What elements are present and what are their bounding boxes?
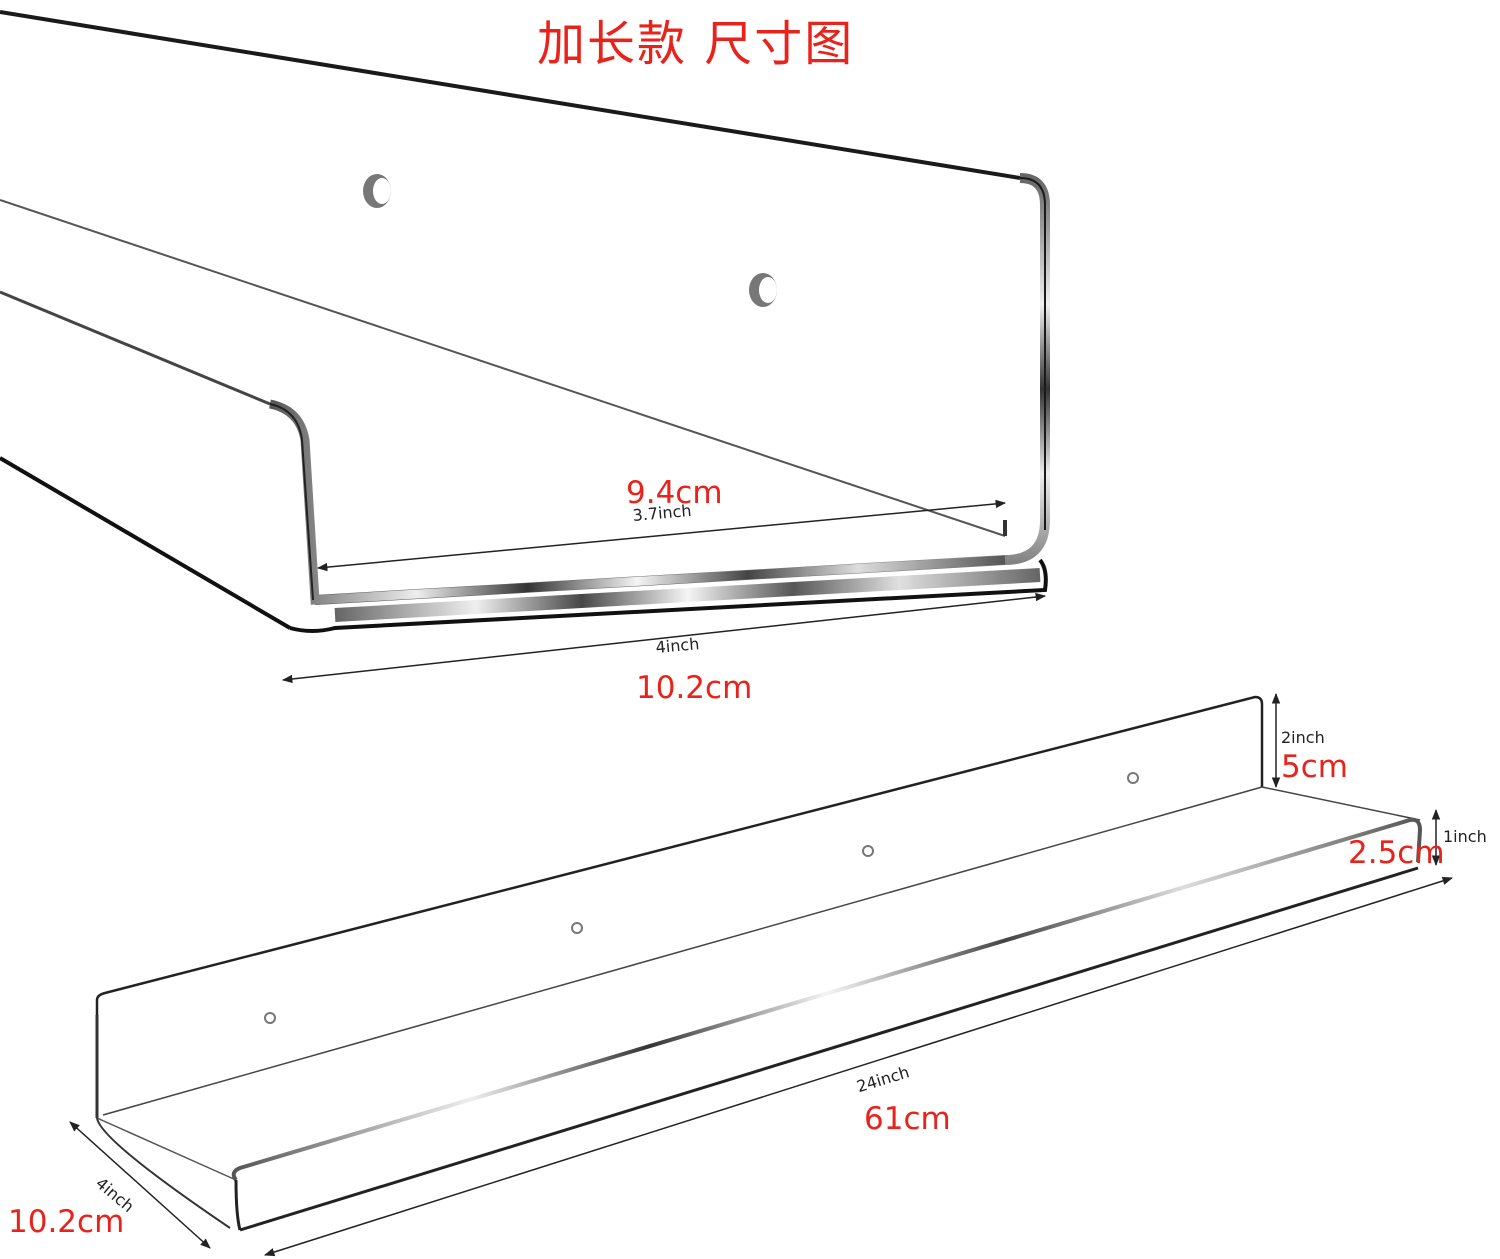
length-arrow	[263, 876, 1454, 1257]
mounting-hole	[264, 1012, 276, 1024]
mounting-hole	[571, 922, 583, 934]
lip-height-inch-label: 1inch	[1443, 827, 1487, 846]
depth-cm-label: 10.2cm	[8, 1204, 125, 1240]
mounting-hole	[1127, 772, 1139, 784]
outer-depth-cm-label: 10.2cm	[636, 670, 753, 706]
lip-height-cm-label: 2.5cm	[1348, 835, 1445, 871]
outer-depth-arrow	[281, 592, 1047, 684]
inner-depth-arrow	[316, 499, 1007, 572]
depth-arrow	[69, 1121, 211, 1249]
inner-depth-cm-label: 9.4cm	[626, 475, 723, 511]
back-height-cm-label: 5cm	[1281, 749, 1348, 785]
length-cm-label: 61cm	[864, 1101, 951, 1137]
full-shelf	[69, 692, 1454, 1257]
top-shelf-closeup	[0, 10, 1050, 684]
outer-depth-inch-label: 4inch	[654, 634, 701, 657]
diagram-title: 加长款 尺寸图	[537, 16, 855, 72]
back-height-inch-label: 2inch	[1281, 728, 1325, 747]
mounting-hole	[862, 845, 874, 857]
